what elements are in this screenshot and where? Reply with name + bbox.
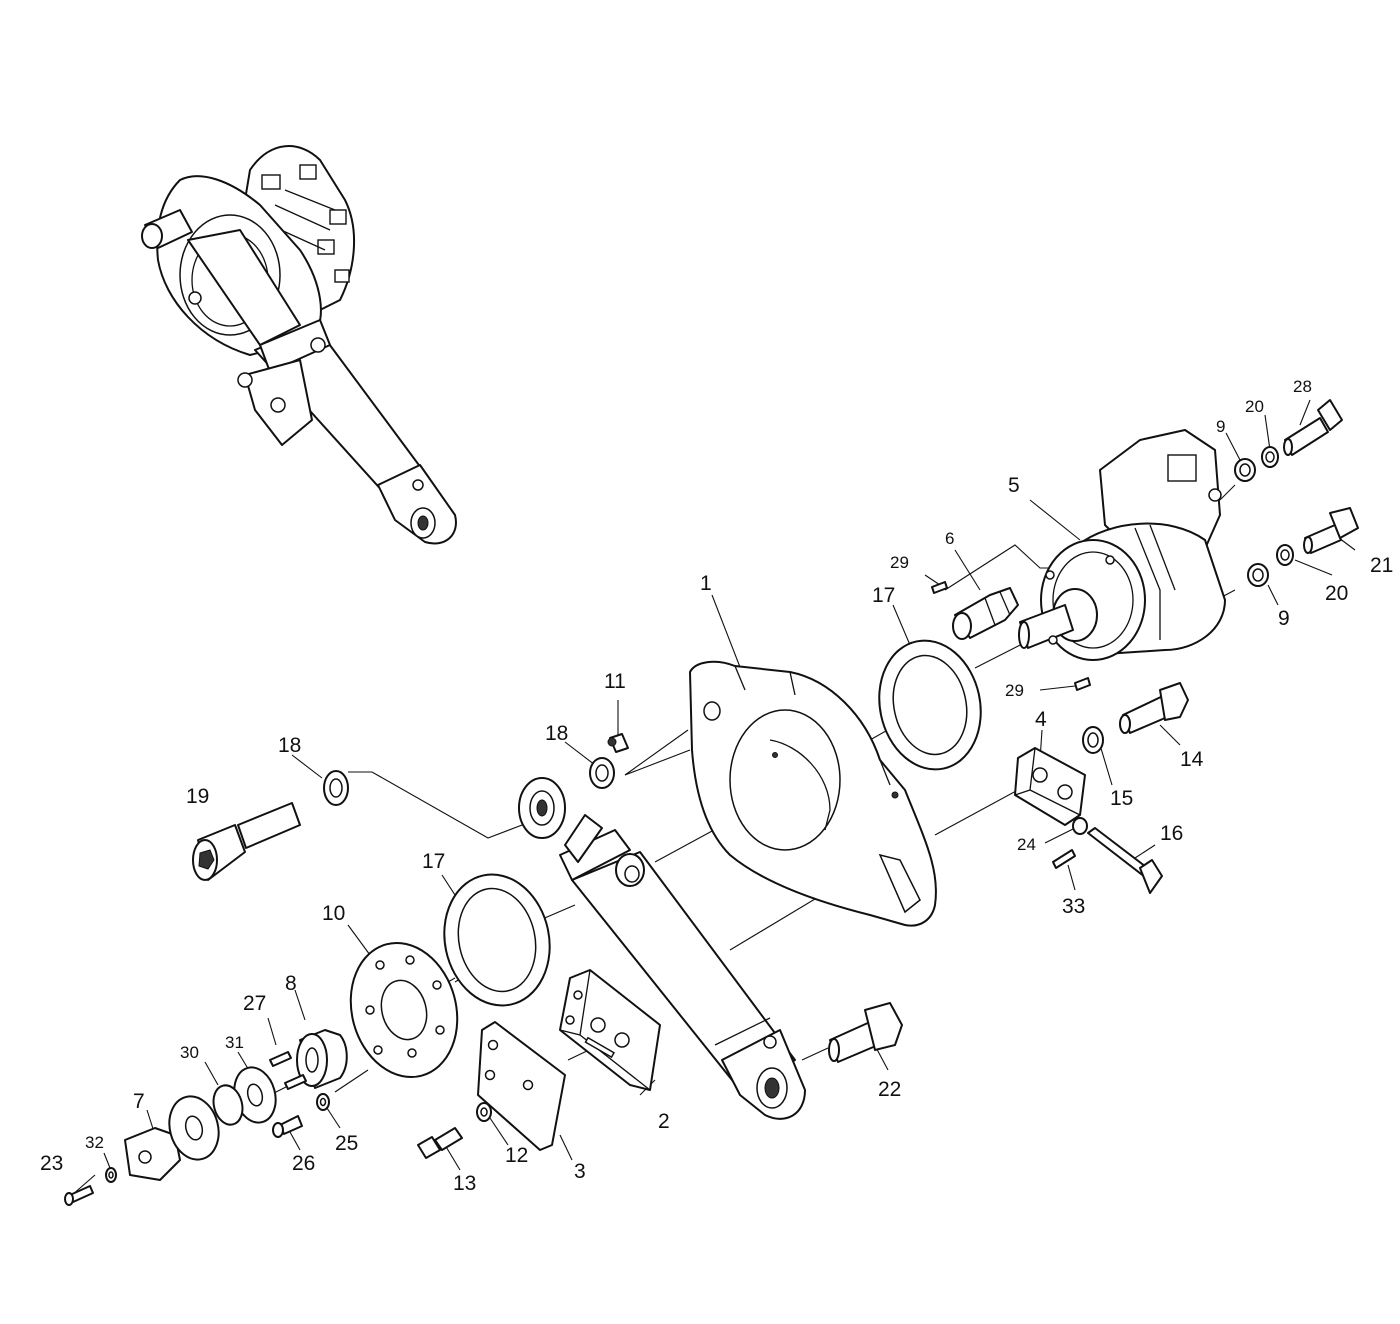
part-17-gasket-lower [443,873,551,1007]
callout-20-upper: 20 [1245,397,1264,416]
part-9-bushing-lower [1247,563,1269,587]
part-13-bolt [417,1127,463,1159]
callout-15: 15 [1110,787,1133,810]
part-29-pin-lower [1074,677,1091,691]
hydraulic-cylinder [518,777,806,1120]
part-33-pin [1052,849,1076,869]
callout-labels: 1 2 3 4 5 6 7 8 9 9 10 11 12 13 14 15 16… [40,377,1393,1195]
callout-24: 24 [1017,835,1036,854]
callout-29-lower: 29 [1005,681,1024,700]
callout-19: 19 [186,785,209,808]
callout-29-upper: 29 [890,553,909,572]
callout-18-left: 18 [278,734,301,757]
callout-11: 11 [604,670,626,693]
callout-8: 8 [285,972,297,995]
part-7-cap [124,1127,181,1181]
part-5-hydraulic-motor [1018,429,1226,661]
part-9-bushing-upper [1234,458,1256,482]
assembled-view [141,145,457,545]
part-24-nut [1072,817,1088,835]
part-26-screw [272,1115,303,1138]
part-20-washer-upper [1261,446,1279,468]
callout-21: 21 [1370,554,1393,577]
part-6-fitting [952,587,1019,640]
part-16-pin [1087,827,1163,894]
callout-27: 27 [243,992,266,1015]
part-15-washer [1082,726,1104,754]
part-3-plate [477,1021,566,1151]
part-18-washer-left [323,770,349,806]
callout-28: 28 [1293,377,1312,396]
callout-23: 23 [40,1152,63,1175]
part-27-pin [269,1051,307,1090]
callout-5: 5 [1008,474,1020,497]
callout-31: 31 [225,1033,244,1052]
callout-9-lower: 9 [1278,607,1290,630]
part-8-hub [296,1029,348,1089]
part-21-bolt [1303,507,1359,554]
part-32-washer [105,1167,117,1183]
callout-16: 16 [1160,822,1183,845]
callout-10: 10 [322,902,345,925]
part-18-washer-right [589,757,615,789]
callout-26: 26 [292,1152,315,1175]
callout-6: 6 [945,529,954,548]
part-25-washer [316,1093,330,1111]
part-22-bolt [828,1002,903,1063]
part-28-bolt [1283,399,1343,456]
part-10-flange-disc [349,941,459,1079]
part-2-spacer-block [559,969,661,1091]
callout-12: 12 [505,1144,528,1167]
callout-2: 2 [658,1110,670,1133]
callout-17-upper: 17 [872,584,895,607]
callout-25: 25 [335,1132,358,1155]
callout-9-upper: 9 [1216,417,1225,436]
callout-30: 30 [180,1043,199,1062]
callout-14: 14 [1180,748,1204,771]
callout-33: 33 [1062,895,1085,918]
callout-1: 1 [700,572,712,595]
part-17-gasket-upper [878,639,982,771]
callout-17-lower: 17 [422,850,445,873]
part-29-pin-upper [931,581,948,594]
callout-13: 13 [453,1172,476,1195]
callout-3: 3 [574,1160,586,1183]
callout-4: 4 [1035,708,1047,731]
callout-20-lower: 20 [1325,582,1348,605]
part-31-flange-small [212,1084,244,1126]
part-1-mounting-plate [689,660,937,927]
part-23-screw [64,1185,94,1206]
part-12-washer [476,1102,492,1122]
callout-18-right: 18 [545,722,568,745]
part-20-washer-lower [1276,544,1294,566]
callout-22: 22 [878,1078,901,1101]
part-4-clamp-block [1014,747,1086,826]
part-30-disc [168,1095,220,1161]
callout-32: 32 [85,1133,104,1152]
callout-7: 7 [133,1090,145,1113]
part-11-grease-nipple [607,733,629,753]
part-19-bolt [192,802,301,881]
part-14-bolt [1119,682,1189,734]
